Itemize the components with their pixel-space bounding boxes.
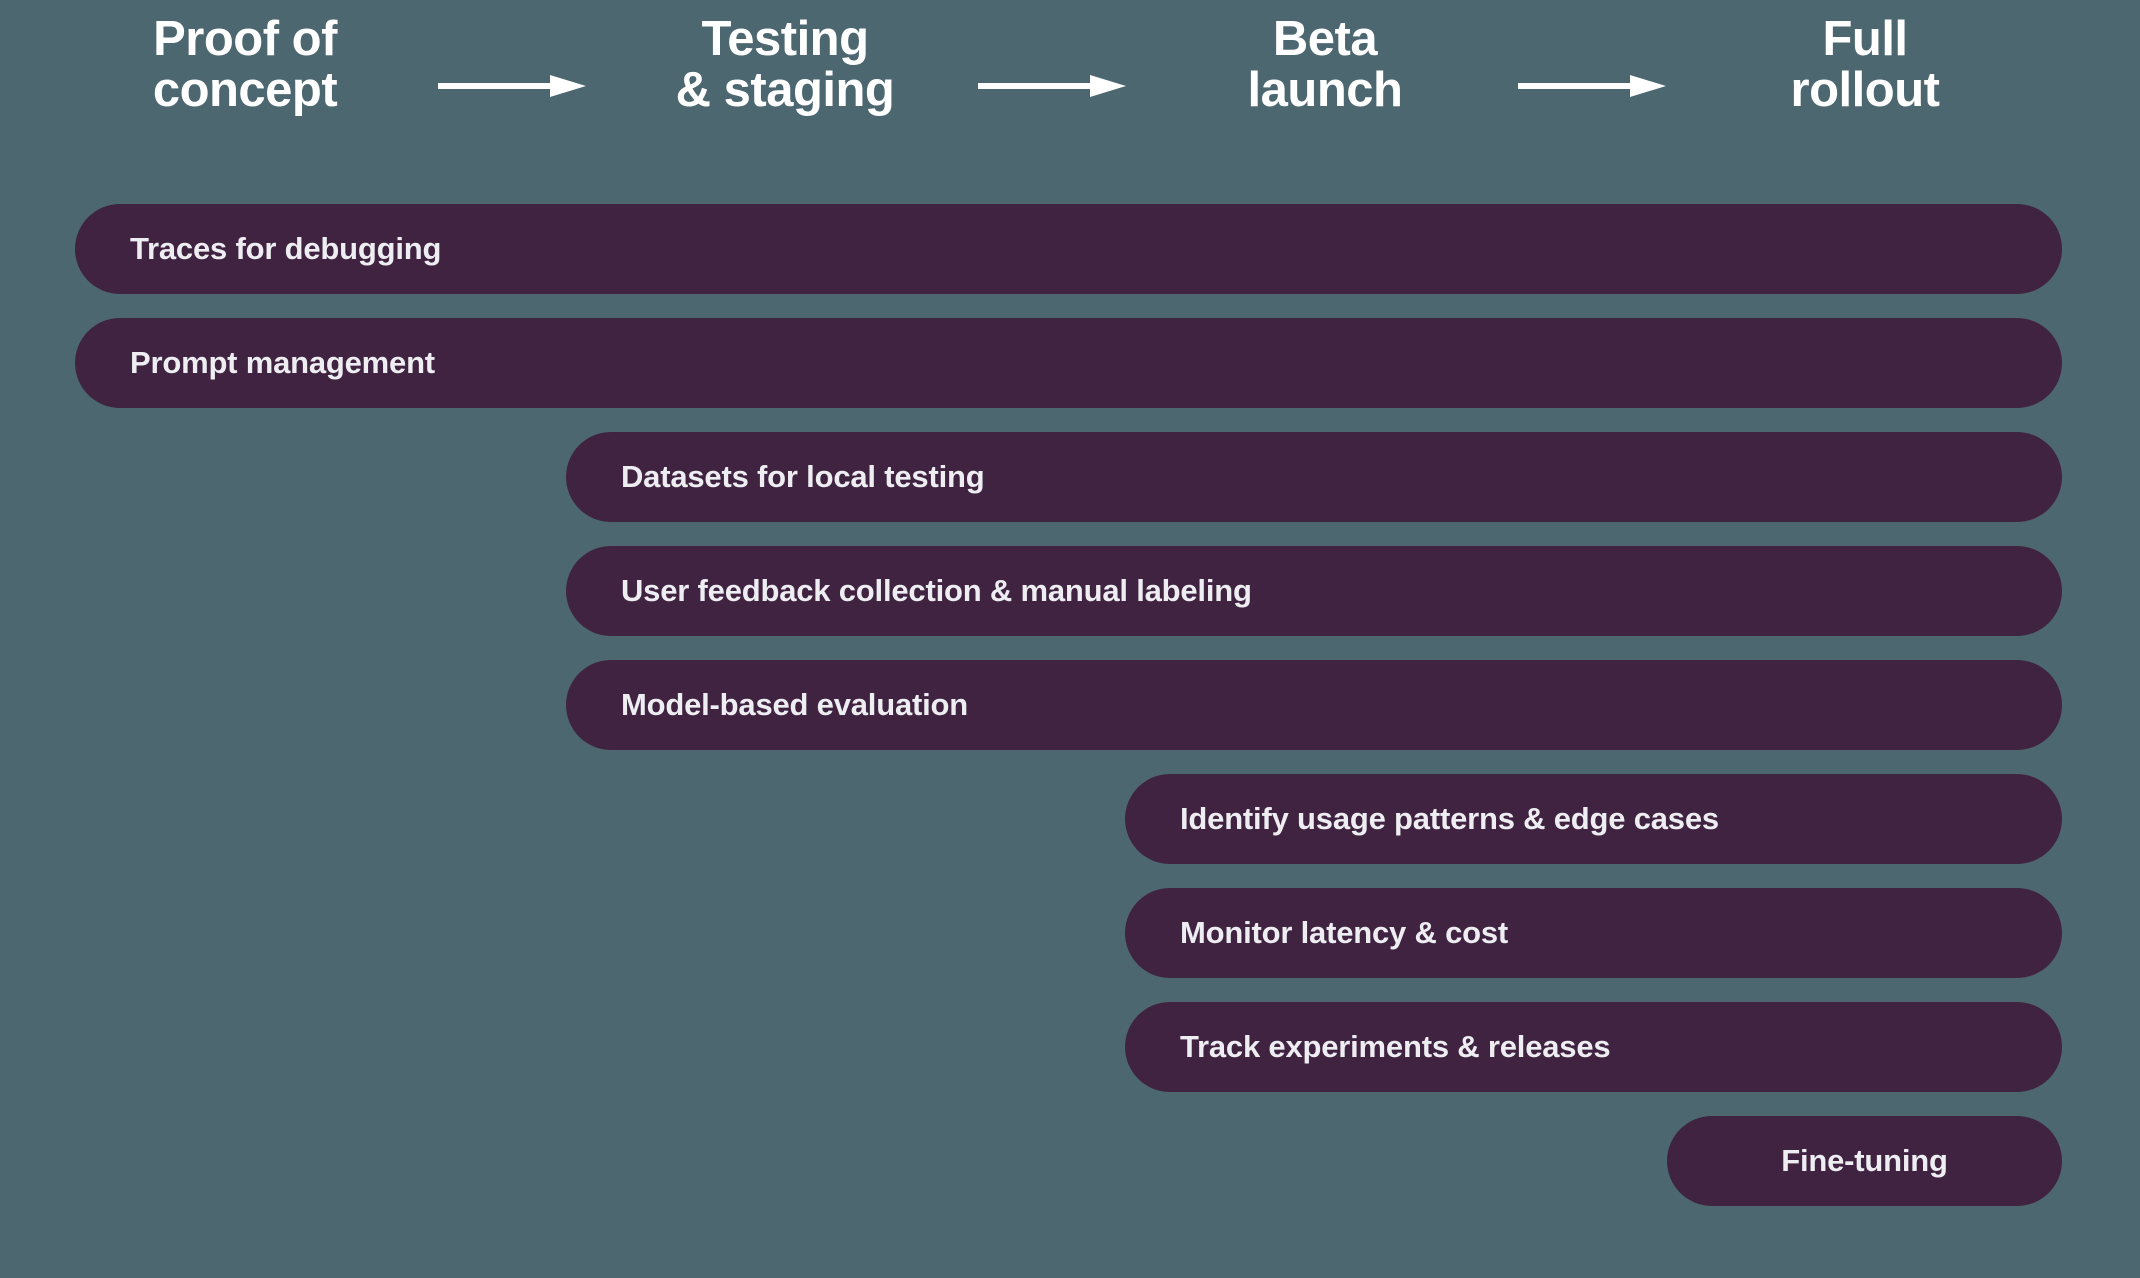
phase-label-proof-of-concept: Proof of concept: [152, 12, 338, 117]
arrow-right-icon: [978, 75, 1126, 97]
capability-bar-label: Model-based evaluation: [621, 687, 968, 722]
capability-bar-label: Traces for debugging: [130, 231, 442, 266]
capability-bar-prompt-management[interactable]: Prompt management: [75, 318, 2062, 408]
capability-bar-label: User feedback collection & manual labeli…: [621, 573, 1252, 608]
capability-bar-identify-usage-patterns[interactable]: Identify usage patterns & edge cases: [1125, 774, 2062, 864]
capability-bar-traces-for-debugging[interactable]: Traces for debugging: [75, 204, 2062, 294]
phase-header-row: Proof of concept Testing & staging Beta …: [0, 0, 2140, 170]
arrow-right-icon: [1518, 75, 1666, 97]
capability-bar-label: Prompt management: [130, 345, 435, 380]
capability-bar-user-feedback-collection[interactable]: User feedback collection & manual labeli…: [566, 546, 2062, 636]
phase-label-testing-and-staging: Testing & staging: [675, 12, 895, 117]
capability-bar-model-based-evaluation[interactable]: Model-based evaluation: [566, 660, 2062, 750]
capability-bar-track-experiments-releases[interactable]: Track experiments & releases: [1125, 1002, 2062, 1092]
capability-bar-datasets-for-local-testing[interactable]: Datasets for local testing: [566, 432, 2062, 522]
phase-label-full-rollout: Full rollout: [1790, 12, 1940, 117]
capability-bar-label: Identify usage patterns & edge cases: [1180, 801, 1719, 836]
capability-bar-label: Fine-tuning: [1781, 1143, 1948, 1178]
capability-bar-fine-tuning[interactable]: Fine-tuning: [1667, 1116, 2062, 1206]
capability-bar-monitor-latency-and-cost[interactable]: Monitor latency & cost: [1125, 888, 2062, 978]
capability-bar-label: Track experiments & releases: [1180, 1029, 1611, 1064]
arrow-right-icon: [438, 75, 586, 97]
capability-bar-label: Monitor latency & cost: [1180, 915, 1509, 950]
phase-label-beta-launch: Beta launch: [1247, 12, 1403, 117]
capability-bar-label: Datasets for local testing: [621, 459, 985, 494]
